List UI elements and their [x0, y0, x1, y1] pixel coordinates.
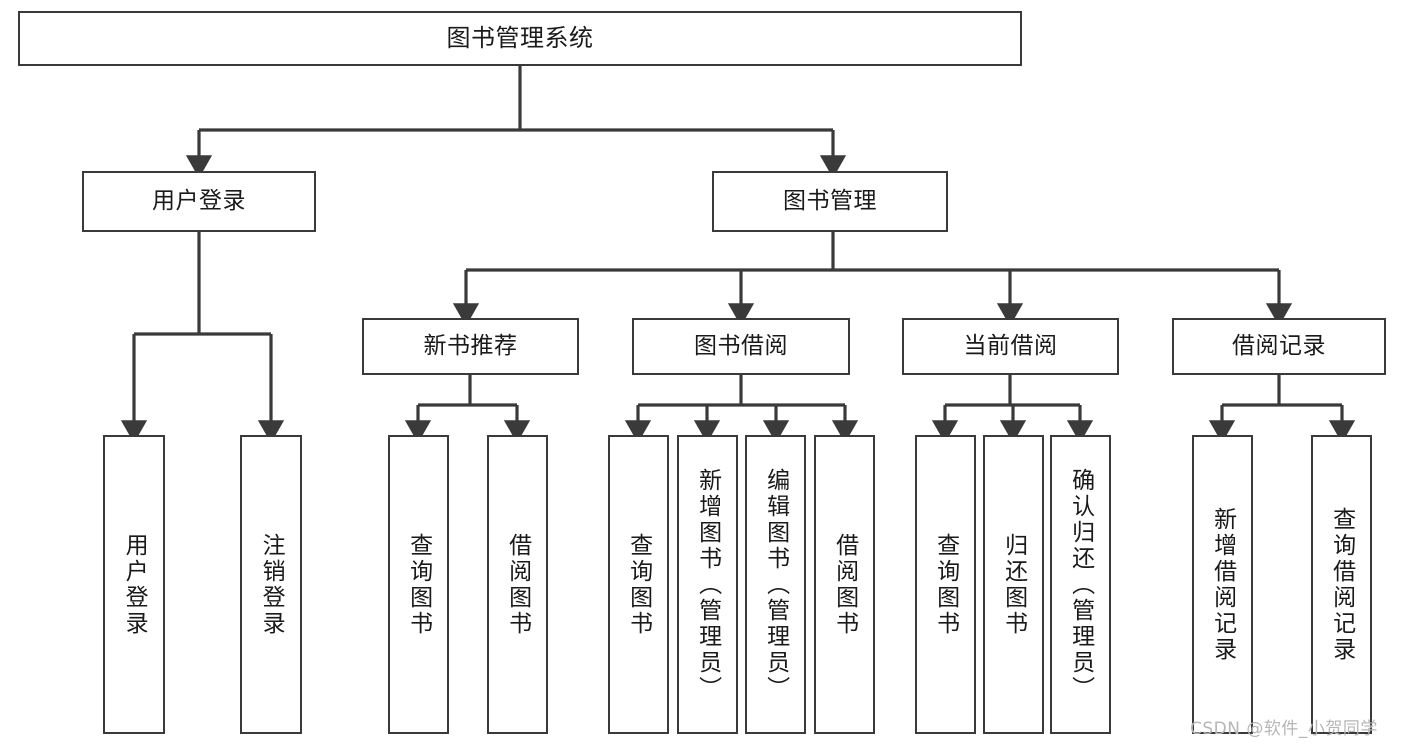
node-root[interactable]: 图书管理系统 [18, 11, 1022, 66]
node-leaf-borrow-book-1[interactable]: 借阅图书 [487, 435, 548, 734]
node-leaf-logout-label: 注销登录 [258, 532, 285, 637]
node-leaf-confirm-return-label: 确认归还（管理员） [1067, 467, 1094, 702]
node-leaf-edit-book-label: 编辑图书（管理员） [762, 467, 789, 702]
node-leaf-return-book-label: 归还图书 [1000, 532, 1027, 637]
node-book-manage-label: 图书管理 [783, 187, 877, 214]
node-leaf-query-record-label: 查询借阅记录 [1328, 506, 1355, 663]
node-user-login[interactable]: 用户登录 [82, 171, 316, 232]
node-leaf-user-login[interactable]: 用户登录 [103, 435, 165, 734]
node-current-borrow-label: 当前借阅 [963, 332, 1058, 359]
node-leaf-add-record[interactable]: 新增借阅记录 [1192, 435, 1253, 734]
node-leaf-query-book-1-label: 查询图书 [405, 532, 432, 637]
node-new-book-rec-label: 新书推荐 [423, 332, 518, 359]
node-book-borrow-label: 图书借阅 [694, 332, 788, 359]
node-leaf-query-book-1[interactable]: 查询图书 [388, 435, 449, 734]
node-leaf-logout[interactable]: 注销登录 [240, 435, 302, 734]
node-leaf-query-book-3-label: 查询图书 [932, 532, 959, 637]
node-leaf-borrow-book-1-label: 借阅图书 [504, 532, 531, 637]
node-borrow-record[interactable]: 借阅记录 [1172, 318, 1386, 375]
watermark-text: CSDN @软件_小贺同学 [1190, 719, 1378, 739]
node-leaf-borrow-book-2[interactable]: 借阅图书 [814, 435, 875, 734]
node-leaf-confirm-return[interactable]: 确认归还（管理员） [1050, 435, 1111, 734]
node-leaf-query-record[interactable]: 查询借阅记录 [1311, 435, 1372, 734]
node-leaf-edit-book[interactable]: 编辑图书（管理员） [745, 435, 806, 734]
node-leaf-add-record-label: 新增借阅记录 [1209, 506, 1236, 663]
node-root-label: 图书管理系统 [446, 24, 594, 53]
node-leaf-query-book-2[interactable]: 查询图书 [608, 435, 669, 734]
node-user-login-label: 用户登录 [152, 187, 246, 214]
node-leaf-borrow-book-2-label: 借阅图书 [831, 532, 858, 637]
node-leaf-query-book-2-label: 查询图书 [625, 532, 652, 637]
node-leaf-query-book-3[interactable]: 查询图书 [915, 435, 976, 734]
node-leaf-return-book[interactable]: 归还图书 [983, 435, 1044, 734]
node-book-borrow[interactable]: 图书借阅 [632, 318, 850, 375]
node-borrow-record-label: 借阅记录 [1232, 332, 1326, 359]
node-leaf-add-book-label: 新增图书（管理员） [694, 467, 721, 702]
node-leaf-add-book[interactable]: 新增图书（管理员） [677, 435, 738, 734]
node-current-borrow[interactable]: 当前借阅 [902, 318, 1119, 375]
node-leaf-user-login-label: 用户登录 [121, 532, 148, 637]
node-new-book-rec[interactable]: 新书推荐 [362, 318, 579, 375]
node-book-manage[interactable]: 图书管理 [712, 171, 948, 232]
